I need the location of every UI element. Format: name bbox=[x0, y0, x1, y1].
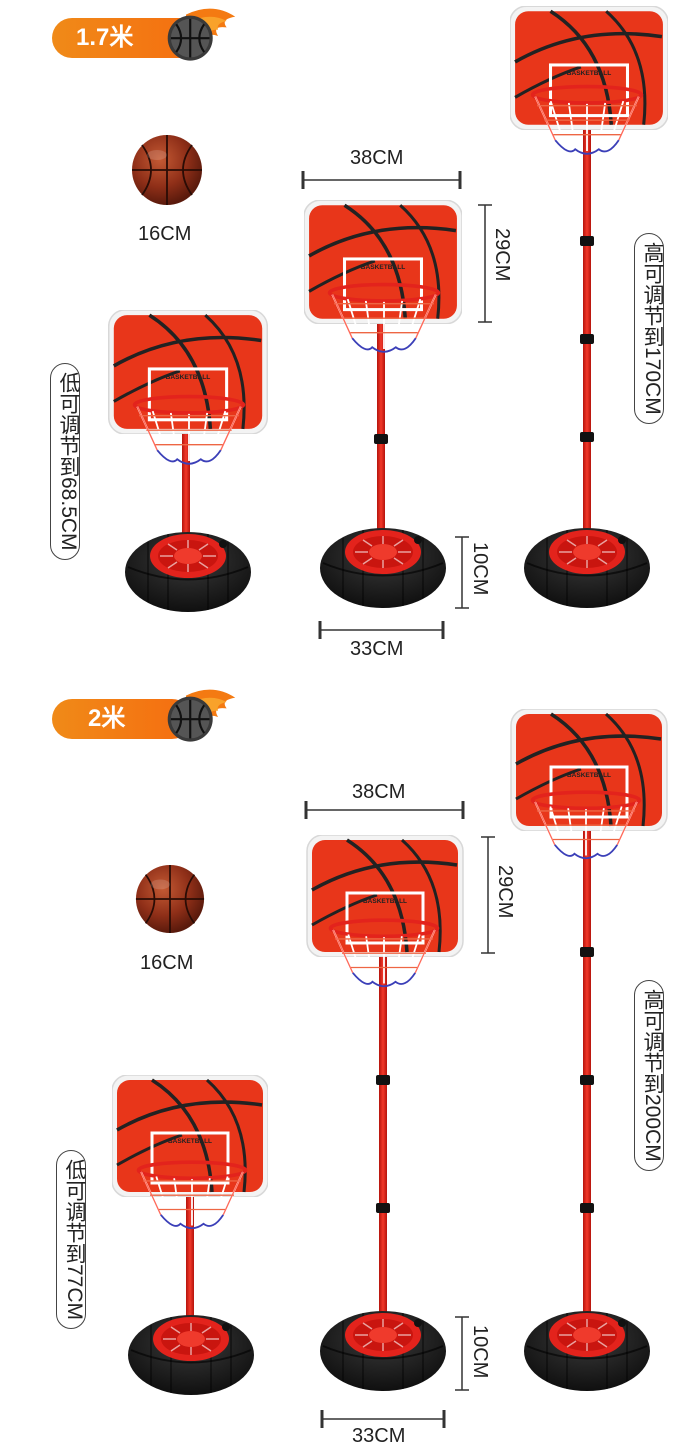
ball-size-label: 16CM bbox=[138, 223, 192, 245]
min-height-pill: 低可调节到77CM bbox=[56, 1150, 86, 1330]
stand-mid bbox=[306, 835, 464, 1392]
base-height-label: 10CM bbox=[469, 1325, 491, 1379]
stand-high bbox=[510, 6, 668, 609]
base-height-label: 10CM bbox=[469, 542, 491, 596]
stand-low bbox=[108, 310, 268, 613]
board-height-label: 29CM bbox=[491, 228, 513, 282]
ball-size-label: 16CM bbox=[140, 952, 194, 974]
base-width-label: 33CM bbox=[352, 1425, 406, 1447]
max-height-pill: 高可调节到200CM bbox=[634, 980, 664, 1171]
width-label: 38CM bbox=[352, 781, 406, 803]
stand-high bbox=[510, 709, 668, 1392]
section-2m: 2米 16CM 低可调节到77CM 高可调节到200CM 38CM 29CM 1… bbox=[0, 688, 700, 1447]
stand-low bbox=[112, 1075, 268, 1396]
min-height-pill: 低可调节到68.5CM bbox=[50, 363, 80, 560]
section-1-7m: 1.7米 16CM 低可调节到68.5CM 高可调节到170CM 38CM 29… bbox=[0, 0, 700, 700]
max-height-pill: 高可调节到170CM bbox=[634, 233, 664, 424]
stand-mid bbox=[304, 200, 462, 609]
width-label: 38CM bbox=[350, 147, 404, 169]
board-height-label: 29CM bbox=[494, 865, 516, 919]
base-width-label: 33CM bbox=[350, 638, 404, 660]
dimension-lines bbox=[301, 171, 492, 639]
dimension-lines bbox=[304, 801, 495, 1428]
